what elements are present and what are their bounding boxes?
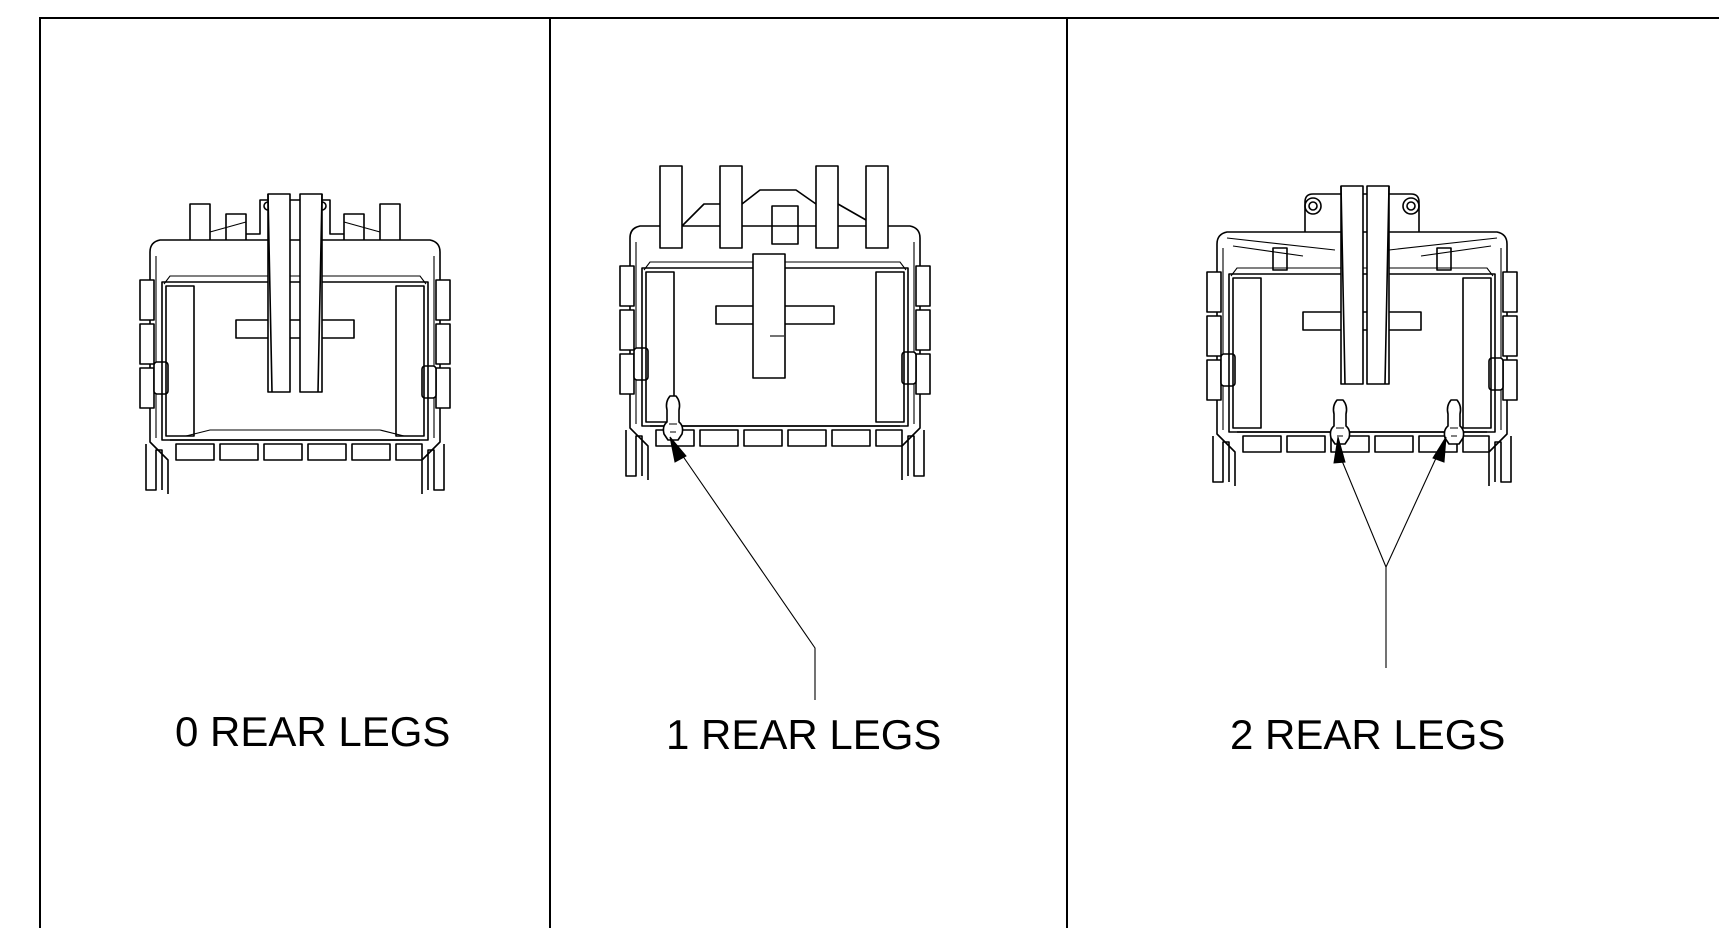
frame-outer [39,17,1719,928]
leader-panel-1 [669,436,816,700]
panel-label-1: 1 REAR LEGS [666,711,941,758]
connector-0-rear-legs [139,193,451,495]
panel-label-2: 2 REAR LEGS [1230,711,1505,758]
arrowhead-2a [1333,436,1346,464]
connector-2-rear-legs [1206,185,1518,487]
rear-leg-1 [662,395,684,441]
connector-1-rear-legs [619,165,931,481]
arrowhead-2b [1432,436,1447,463]
rear-leg-2b [1443,399,1465,445]
drawing-frame [39,17,1719,928]
leader-panel-2 [1333,436,1447,668]
arrowhead-1 [669,436,687,463]
panel-label-0: 0 REAR LEGS [175,708,450,755]
rear-leg-2a [1329,399,1351,445]
